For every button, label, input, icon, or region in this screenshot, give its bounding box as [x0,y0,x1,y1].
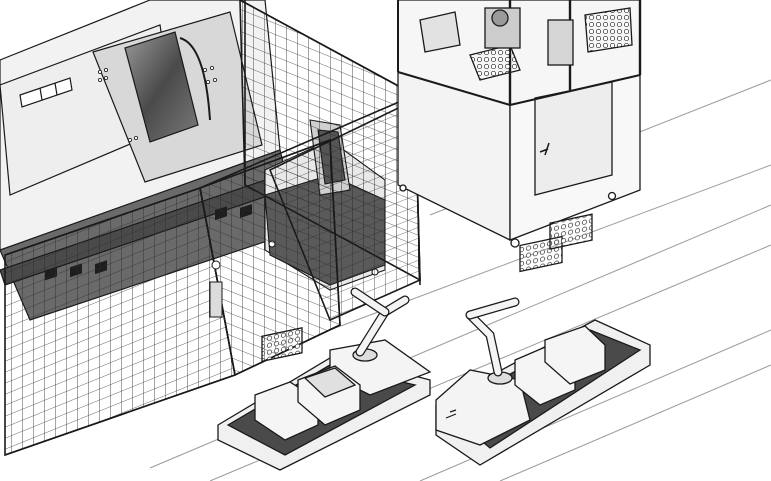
mobile-robot-right [435,213,651,466]
gate-latch [209,281,223,318]
fence-gate [199,138,341,377]
enclosed-workcell-cabinet [397,0,642,248]
cnc-control-buttons [98,66,217,142]
mobile-robot-left [217,287,432,471]
